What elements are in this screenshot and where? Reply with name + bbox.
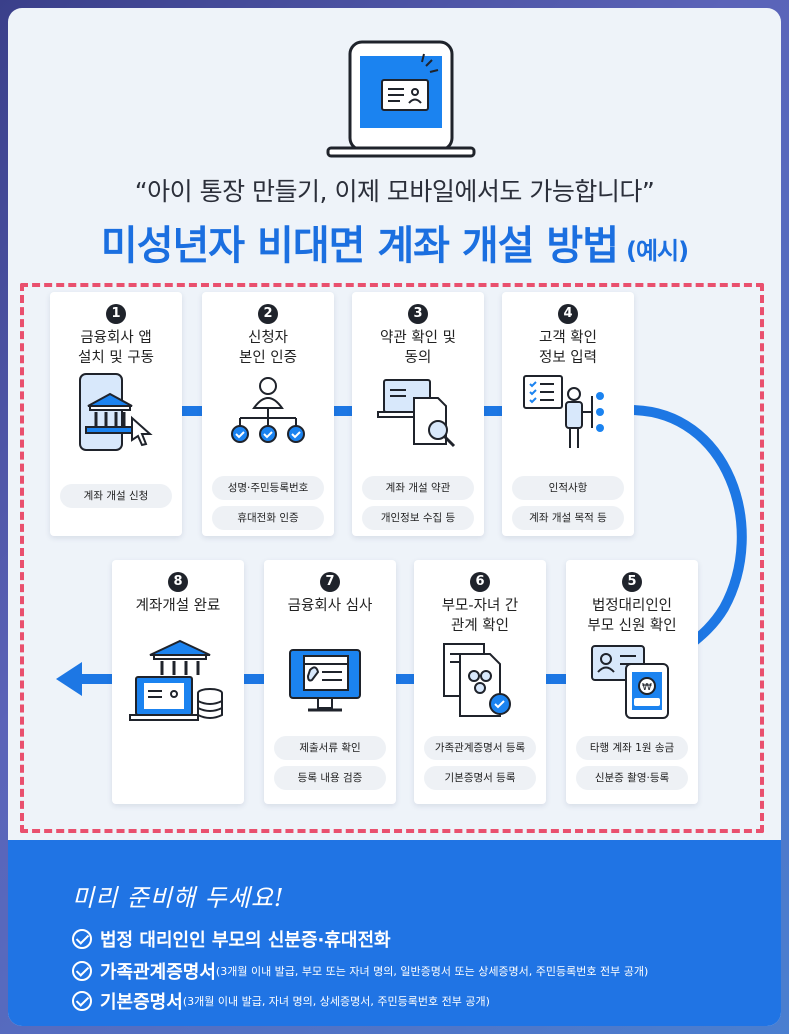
identity-verification-icon (231, 377, 305, 443)
step-1-card: 1 금융회사 앱 설치 및 구동 계좌 개설 신청 (50, 292, 182, 536)
step-pill: 계좌 개설 신청 (60, 484, 172, 508)
step-number: 6 (470, 572, 490, 592)
requirement-note: (3개월 이내 발급, 부모 또는 자녀 명의, 일반증명서 또는 상세증명서,… (215, 965, 649, 978)
connector-5-6 (546, 674, 568, 684)
connector-1-2 (182, 406, 204, 416)
customer-info-icon (523, 375, 604, 448)
subtitle: “아이 통장 만들기, 이제 모바일에서도 가능합니다” (134, 177, 655, 206)
step-6-card: 6 부모-자녀 간 관계 확인 가족관계증명서 등록 기본증명서 등록 (414, 560, 546, 804)
step-pill: 제출서류 확인 (274, 736, 386, 760)
step-pill: 타행 계좌 1원 송금 (576, 736, 688, 760)
requirement-main: 법정 대리인인 부모의 신분증·휴대전화 (100, 930, 391, 951)
connector-7-8 (244, 674, 266, 684)
step-title: 계좌개설 완료 (135, 598, 221, 614)
check-circle-icon (72, 961, 92, 981)
step-pill: 개인정보 수집 등 (362, 506, 474, 530)
flow-end-arrowhead (56, 662, 82, 696)
step-number: 7 (320, 572, 340, 592)
step-title: 금융회사 앱 설치 및 구동 (78, 330, 154, 366)
infographic-card: “아이 통장 만들기, 이제 모바일에서도 가능합니다” 미성년자 비대면 계좌… (8, 8, 781, 1026)
steps-frame (20, 283, 764, 833)
requirements-panel: 미리 준비해 두세요! 법정 대리인인 부모의 신분증·휴대전화 가족관계증명서… (8, 840, 781, 1026)
step-pill: 기본증명서 등록 (424, 766, 536, 790)
requirement-item: 법정 대리인인 부모의 신분증·휴대전화 (72, 926, 391, 952)
requirement-note: (3개월 이내 발급, 자녀 명의, 상세증명서, 주민등록번호 전부 공개) (182, 995, 490, 1008)
step-2-card: 2 신청자 본인 인증 성명·주민등록번호 휴대전화 인증 (202, 292, 334, 536)
step-title: 법정대리인인 부모 신원 확인 (587, 598, 677, 634)
step-title: 신청자 본인 인증 (239, 330, 297, 366)
step-pill: 성명·주민등록번호 (212, 476, 324, 500)
mobile-bank-icon (79, 373, 153, 451)
check-circle-icon (72, 991, 92, 1011)
check-circle-icon (72, 929, 92, 949)
step-number: 5 (622, 572, 642, 592)
requirement-item: 가족관계증명서(3개월 이내 발급, 부모 또는 자녀 명의, 일반증명서 또는… (72, 958, 648, 984)
step-title: 고객 확인 정보 입력 (539, 330, 597, 366)
step-title: 금융회사 심사 (287, 598, 373, 614)
step-pill: 계좌 개설 목적 등 (512, 506, 624, 530)
title-text: 미성년자 비대면 계좌 개설 방법 (100, 223, 619, 269)
step-number: 8 (168, 572, 188, 592)
requirements-heading: 미리 준비해 두세요! (72, 884, 285, 912)
step-3-card: 3 약관 확인 및 동의 계좌 개설 약관 개인정보 수집 등 (352, 292, 484, 536)
step-pill: 계좌 개설 약관 (362, 476, 474, 500)
step-number: 4 (558, 304, 578, 324)
laptop-icon (326, 40, 476, 158)
requirement-main: 가족관계증명서 (100, 962, 216, 983)
step-pill: 신분증 촬영·등록 (576, 766, 688, 790)
id-card-phone-icon: ₩ (591, 645, 669, 719)
page-title: 미성년자 비대면 계좌 개설 방법(예시) (8, 213, 781, 271)
step-pill: 휴대전화 인증 (212, 506, 324, 530)
title-suffix: (예시) (626, 237, 689, 265)
bank-complete-icon (129, 639, 223, 721)
step-title: 약관 확인 및 동의 (380, 330, 456, 366)
step-number: 1 (106, 304, 126, 324)
step-5-card: 5 법정대리인인 부모 신원 확인 ₩ 타행 계좌 1원 송금 신분증 촬영·등… (566, 560, 698, 804)
step-pill: 인적사항 (512, 476, 624, 500)
step-4-card: 4 고객 확인 정보 입력 인적사항 계좌 개설 목적 등 (502, 292, 634, 536)
step-number: 2 (258, 304, 278, 324)
computer-review-icon (289, 649, 361, 712)
svg-text:₩: ₩ (642, 682, 652, 693)
step-pill: 가족관계증명서 등록 (424, 736, 536, 760)
connector-6-7 (396, 674, 418, 684)
step-pill: 등록 내용 검증 (274, 766, 386, 790)
connector-2-3 (332, 406, 354, 416)
family-certificate-icon (443, 643, 511, 717)
requirement-item: 기본증명서(3개월 이내 발급, 자녀 명의, 상세증명서, 주민등록번호 전부… (72, 988, 490, 1014)
flow-arrows (56, 405, 747, 696)
connector-3-4 (482, 406, 504, 416)
step-8-card: 8 계좌개설 완료 (112, 560, 244, 804)
requirement-main: 기본증명서 (100, 992, 183, 1013)
step-number: 3 (408, 304, 428, 324)
document-review-icon (377, 379, 456, 448)
step-7-card: 7 금융회사 심사 제출서류 확인 등록 내용 검증 (264, 560, 396, 804)
step-title: 부모-자녀 간 관계 확인 (441, 598, 519, 634)
